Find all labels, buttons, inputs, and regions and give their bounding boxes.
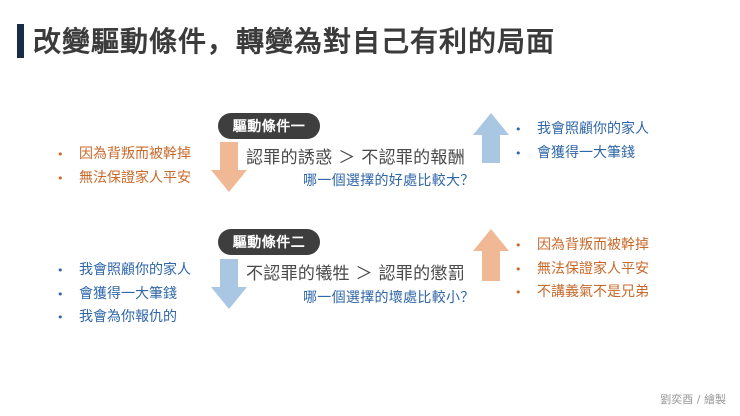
credit-text: 劉奕酉 / 繪製 <box>660 393 726 406</box>
title-accent-bar <box>17 24 24 58</box>
list-item: •我會照顧你的家人 <box>55 259 191 283</box>
down-arrow-icon <box>211 142 247 192</box>
list-item: •會獲得一大筆錢 <box>55 283 191 307</box>
list-item: •不講義氣不是兄弟 <box>513 281 649 305</box>
condition-2-left-bullets: •我會照顧你的家人 •會獲得一大筆錢 •我會為你報仇的 <box>55 259 191 330</box>
list-item: •因為背叛而被幹掉 <box>513 234 649 258</box>
condition-1-left-bullets: •因為背叛而被幹掉 •無法保證家人平安 <box>55 143 191 190</box>
condition-2-label: 驅動條件二 <box>218 229 320 255</box>
list-item: •因為背叛而被幹掉 <box>55 143 191 167</box>
bullet-icon: • <box>515 262 522 276</box>
bullet-icon: • <box>57 264 64 277</box>
bullet-icon: • <box>515 146 522 160</box>
bullet-icon: • <box>515 239 522 252</box>
bullet-icon: • <box>57 148 64 161</box>
bullet-icon: • <box>57 311 64 324</box>
list-item: •我會照顧你的家人 <box>513 118 649 142</box>
condition-1-comparison: 認罪的誘惑 ＞ 不認罪的報酬 <box>246 148 466 168</box>
list-item: •我會為你報仇的 <box>55 306 191 330</box>
down-arrow-icon <box>211 259 247 309</box>
condition-1-question: 哪一個選擇的好處比較大？ <box>303 173 475 189</box>
list-item: •無法保證家人平安 <box>55 167 191 191</box>
list-item: •會獲得一大筆錢 <box>513 142 649 166</box>
bullet-icon: • <box>515 286 522 299</box>
list-item: •無法保證家人平安 <box>513 258 649 282</box>
bullet-icon: • <box>57 171 64 185</box>
condition-1-right-bullets: •我會照顧你的家人 •會獲得一大筆錢 <box>513 118 649 165</box>
page-title: 改變驅動條件，轉變為對自己有利的局面 <box>33 25 556 58</box>
up-arrow-icon <box>473 229 509 281</box>
condition-2-question: 哪一個選擇的壞處比較小？ <box>303 290 475 306</box>
condition-2-right-bullets: •因為背叛而被幹掉 •無法保證家人平安 •不講義氣不是兄弟 <box>513 234 649 305</box>
condition-1-label: 驅動條件一 <box>218 113 320 139</box>
condition-2-comparison: 不認罪的犧牲 ＞ 認罪的懲罰 <box>246 264 466 284</box>
bullet-icon: • <box>57 287 64 301</box>
bullet-icon: • <box>515 123 522 136</box>
up-arrow-icon <box>473 113 509 163</box>
